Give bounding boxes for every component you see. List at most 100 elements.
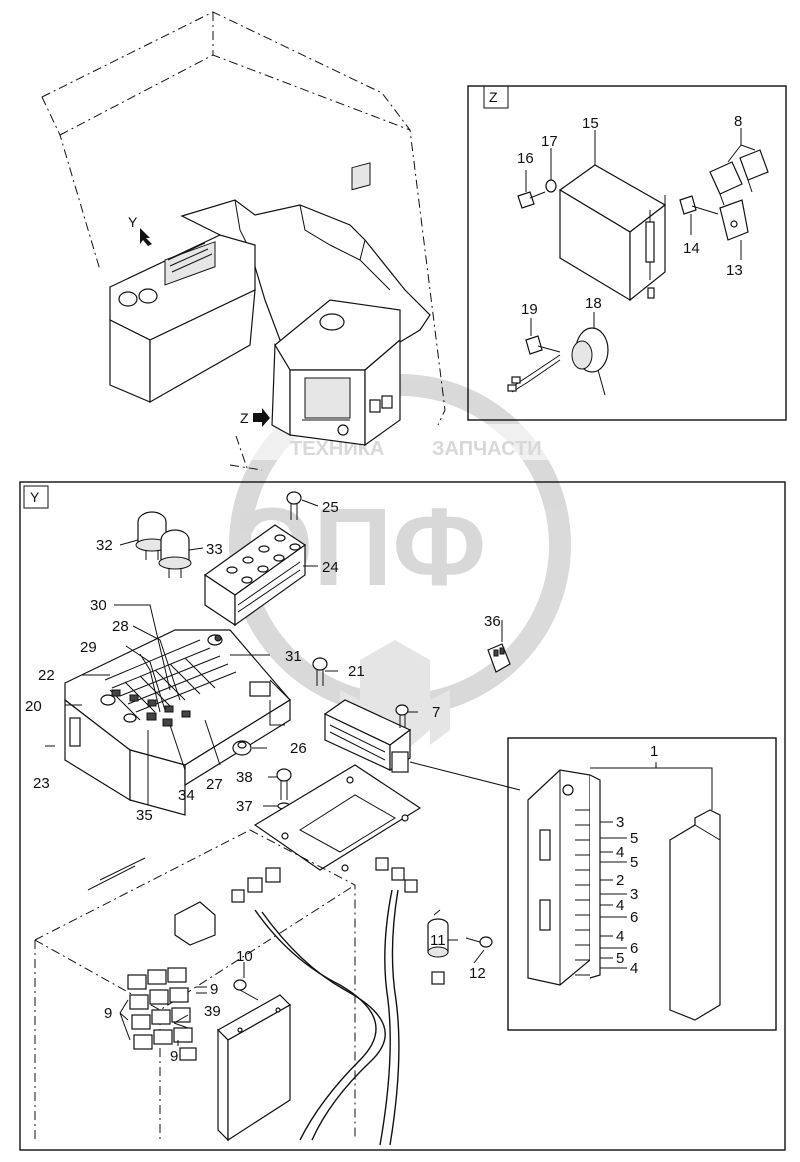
callout-36: 36 xyxy=(484,613,501,630)
callout-27: 27 xyxy=(206,776,223,793)
connector-housing xyxy=(324,713,411,773)
callout-10: 10 xyxy=(236,948,253,965)
condenser-11 xyxy=(427,909,449,958)
callout-32: 32 xyxy=(96,537,113,554)
callout-9b: 9 xyxy=(104,1005,112,1022)
fuse-labels: 3 5 4 5 2 3 4 6 4 6 5 4 xyxy=(600,814,638,977)
callout-9a: 9 xyxy=(210,981,218,998)
callout-1: 1 xyxy=(650,743,658,760)
mounting-plate xyxy=(253,764,422,872)
relay-bracket xyxy=(719,199,749,241)
callout-37: 37 xyxy=(236,798,253,815)
fuse-label-2: 4 xyxy=(616,844,624,861)
enclosure-ribs xyxy=(87,857,146,891)
harness-connectors xyxy=(231,857,445,985)
controller-unit xyxy=(558,150,667,302)
callout-31: 31 xyxy=(285,648,302,665)
enclosure-outline xyxy=(34,829,356,1140)
view-y-tag: Y xyxy=(30,489,40,505)
part-36 xyxy=(487,643,511,673)
callout-26: 26 xyxy=(290,740,307,757)
callout-16: 16 xyxy=(517,150,534,167)
fuse-label-5: 3 xyxy=(630,886,638,903)
callout-25: 25 xyxy=(322,499,339,516)
callout-15: 15 xyxy=(582,115,599,132)
harness-right xyxy=(379,889,393,1146)
relay-cluster-9 xyxy=(127,967,197,1061)
fuse-label-11: 4 xyxy=(630,960,638,977)
callout-8: 8 xyxy=(734,113,742,130)
lamp-cover-24 xyxy=(203,524,307,627)
nut-26 xyxy=(232,740,252,756)
leader-to-fuse-box xyxy=(409,761,521,791)
screw-25 xyxy=(286,491,302,520)
view-arrow-z: Z xyxy=(240,408,270,427)
fuse-label-4: 2 xyxy=(616,872,624,889)
relays-8 xyxy=(709,149,769,206)
bolt-14 xyxy=(679,195,719,215)
callout-11: 11 xyxy=(430,932,446,949)
callout-30: 30 xyxy=(90,597,107,614)
fuse-label-9: 6 xyxy=(630,940,638,957)
callout-23: 23 xyxy=(33,775,50,792)
callout-29: 29 xyxy=(80,639,97,656)
callout-38: 38 xyxy=(236,769,253,786)
callout-34: 34 xyxy=(178,787,195,804)
screw-21 xyxy=(312,657,328,686)
harness-left xyxy=(254,909,377,1141)
harness-right-2 xyxy=(389,889,400,1146)
watermark-parts: ЗАПЧАСТИ xyxy=(432,438,542,460)
callout-20: 20 xyxy=(25,698,42,715)
fuse-label-0: 3 xyxy=(616,814,624,831)
callout-19: 19 xyxy=(521,301,538,318)
callout-39: 39 xyxy=(204,1003,221,1020)
callout-24: 24 xyxy=(322,559,339,576)
fuse-detail-frame xyxy=(507,737,777,1031)
callout-12: 12 xyxy=(469,965,486,982)
callout-17: 17 xyxy=(541,133,558,150)
fuse-label-3: 5 xyxy=(630,854,638,871)
view-z-panel: Z xyxy=(467,85,787,421)
view-arrow-y: Y xyxy=(128,214,152,246)
connector-dash xyxy=(235,435,248,469)
callout-22: 22 xyxy=(38,667,55,684)
callout-28: 28 xyxy=(112,618,129,635)
leader-1 xyxy=(590,762,713,810)
fuse-label-10: 5 xyxy=(616,950,624,967)
view-z-tag: Z xyxy=(489,89,498,105)
lamp-33 xyxy=(158,529,192,578)
bolt-10 xyxy=(233,979,259,1001)
fuse-label-7: 6 xyxy=(630,909,638,926)
ecu-box-10 xyxy=(217,994,291,1142)
leaders-lower xyxy=(119,939,485,1046)
bolt-38 xyxy=(276,768,292,800)
callout-7: 7 xyxy=(432,704,440,721)
fuse-box-cover xyxy=(669,809,721,1021)
enclosure-latch xyxy=(174,901,216,946)
washer-17 xyxy=(545,179,557,193)
view-arrow-z-label: Z xyxy=(240,410,249,426)
callout-13: 13 xyxy=(726,262,743,279)
harness-left-2 xyxy=(261,911,386,1141)
horn-18 xyxy=(507,327,609,396)
fuse-box-1 xyxy=(527,769,601,986)
screw-7 xyxy=(395,704,409,728)
bolt-12 xyxy=(465,936,493,948)
bolt-16 xyxy=(517,191,546,209)
callout-9c: 9 xyxy=(170,1048,178,1065)
view-arrow-y-label: Y xyxy=(128,214,138,230)
view-y-panel: Y xyxy=(19,481,786,1151)
callout-33: 33 xyxy=(206,541,223,558)
callout-21: 21 xyxy=(348,663,365,680)
fuse-label-1: 5 xyxy=(630,830,638,847)
callout-18: 18 xyxy=(585,295,602,312)
cab-overview xyxy=(41,11,446,471)
callout-35: 35 xyxy=(136,807,153,824)
fuse-label-8: 4 xyxy=(616,928,624,945)
fuse-label-6: 4 xyxy=(616,897,624,914)
leaders-y xyxy=(45,499,503,807)
callout-14: 14 xyxy=(683,240,700,257)
bolt-19 xyxy=(525,335,561,355)
